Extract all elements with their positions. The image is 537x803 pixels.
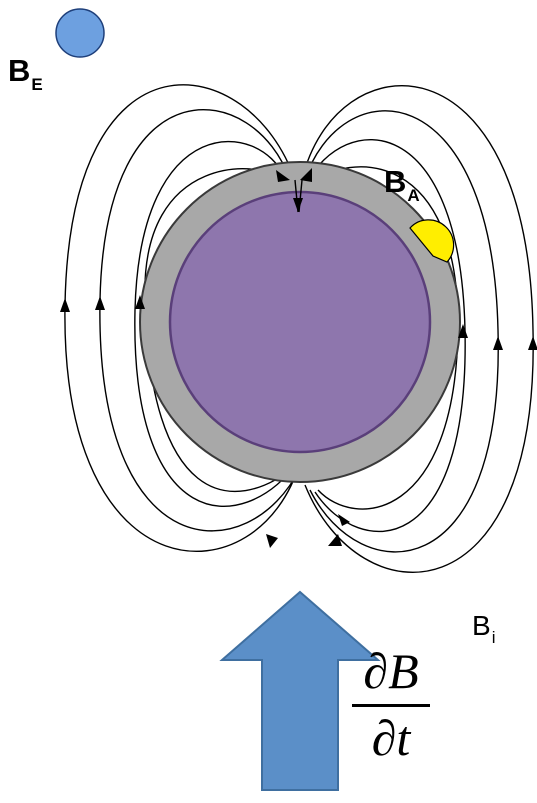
label-b-e: BE xyxy=(8,55,43,86)
dbdt-equation: ∂B ∂t xyxy=(352,646,430,763)
label-b-i-sub: i xyxy=(492,628,496,647)
label-b-a: BA xyxy=(384,166,420,197)
arrowhead-right-up-1 xyxy=(528,336,537,350)
label-b-a-main: B xyxy=(384,164,406,199)
arrowhead-left-up-1 xyxy=(60,298,70,312)
equation-numerator: ∂B xyxy=(352,646,430,702)
label-b-e-main: B xyxy=(8,53,30,88)
label-b-a-sub: A xyxy=(407,186,419,205)
label-b-e-sub: E xyxy=(31,75,42,94)
equation-denominator: ∂t xyxy=(352,713,430,763)
sensor-e xyxy=(56,9,104,57)
arrowhead-bottom-3 xyxy=(338,514,350,526)
label-b-i-main: B xyxy=(472,610,491,641)
arrowhead-left-up-2 xyxy=(95,296,105,310)
arrowhead-bottom-1 xyxy=(266,534,278,548)
arrowhead-bottom-2 xyxy=(328,534,342,546)
arrowhead-right-up-2 xyxy=(493,336,503,350)
inner-core xyxy=(170,192,430,452)
label-b-i: Bi xyxy=(472,612,495,640)
fraction-bar xyxy=(352,704,430,707)
